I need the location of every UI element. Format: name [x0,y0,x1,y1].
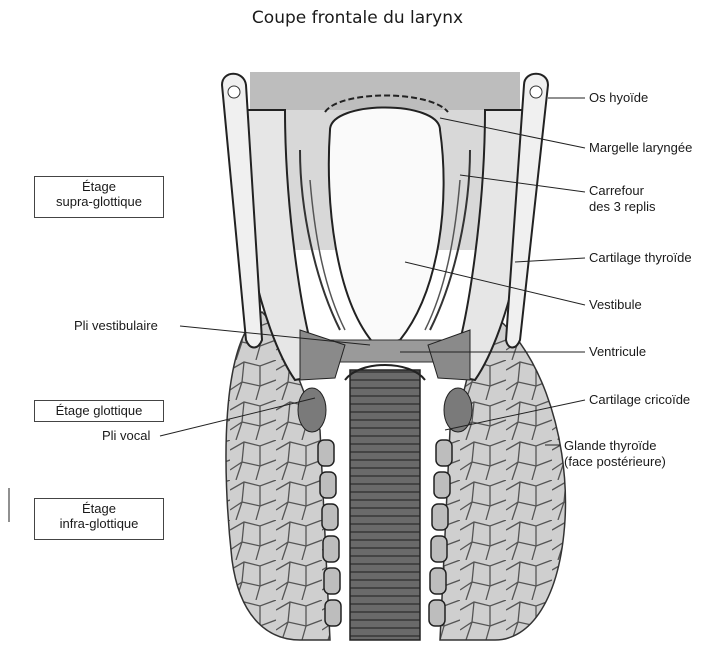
stage-infra-line-1: Étage [35,501,163,516]
vestibule-cavity [329,108,444,346]
label-hyoid-bone: Os hyoïde [589,90,648,106]
trachea [350,370,420,640]
vestibular-fold-left [300,330,345,380]
label-thyroid-cartilage: Cartilage thyroïde [589,250,692,266]
stage-glottic-label: Étage glottique [35,401,163,421]
label-cricoid-cartilage: Cartilage cricoïde [589,392,690,408]
stage-supra-line-2: supra-glottique [35,194,163,209]
stage-supra-line-1: Étage [35,179,163,194]
vocal-fold-left [298,388,326,432]
label-vestibule: Vestibule [589,297,642,313]
stage-supra-glottic-box: Étage supra-glottique [34,176,164,218]
label-ventricle: Ventricule [589,344,646,360]
label-vocal-fold: Pli vocal [102,428,150,444]
label-thyroid-gland-line-2: (face postérieure) [564,454,666,470]
label-crossroads-line-1: Carrefour [589,183,644,199]
label-laryngeal-rim: Margelle laryngée [589,140,692,156]
stage-infra-glottic-box: Étage infra-glottique [34,498,164,540]
stage-glottic-box: Étage glottique [34,400,164,422]
vestibular-fold-right [428,330,470,380]
label-vestibular-fold: Pli vestibulaire [74,318,158,334]
label-crossroads-line-2: des 3 replis [589,199,655,215]
stage-infra-line-2: infra-glottique [35,516,163,531]
label-thyroid-gland-line-1: Glande thyroïde [564,438,657,454]
